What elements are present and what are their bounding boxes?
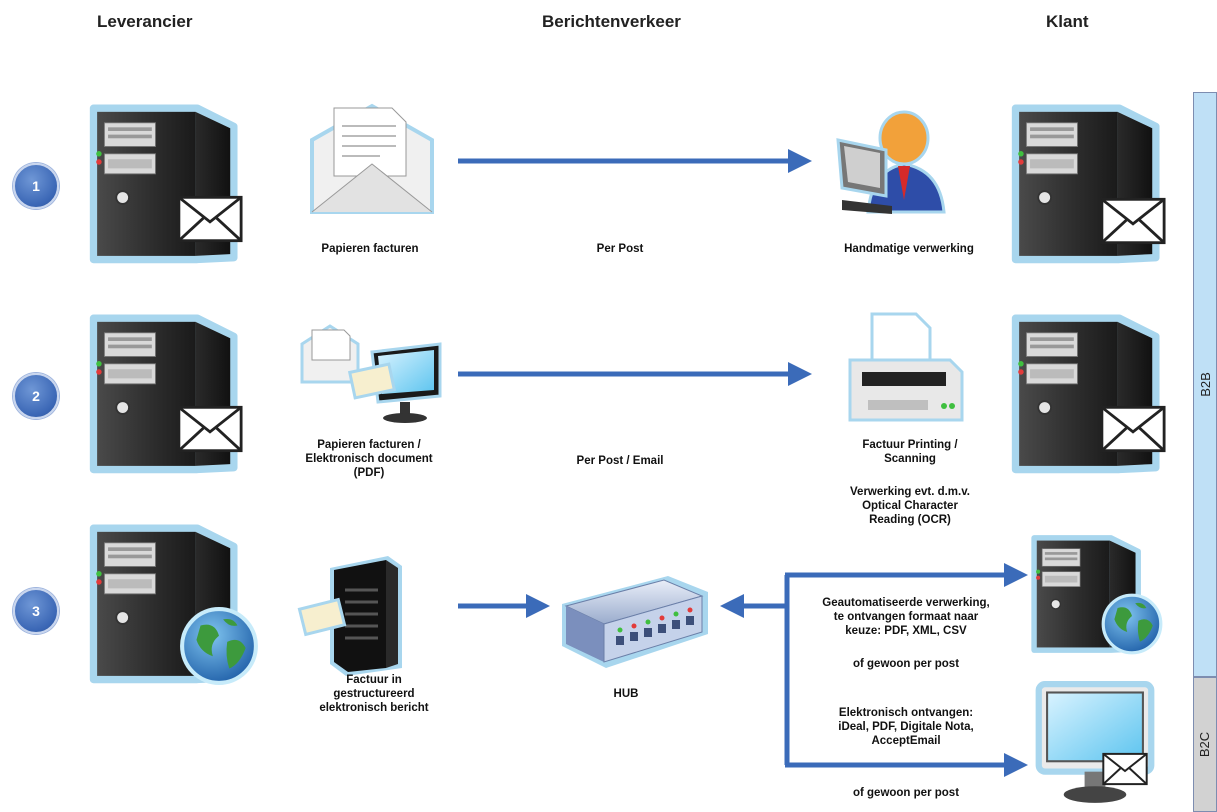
row-3-badge: 3	[13, 588, 59, 634]
printer-icon	[848, 312, 964, 422]
row-2-ocr-line-3: Reading (OCR)	[869, 514, 951, 526]
network-hub-icon	[562, 576, 708, 668]
header-traffic: Berichtenverkeer	[542, 12, 681, 31]
row-3-consumer-line-1: Elektronisch ontvangen:	[838, 707, 974, 719]
row-2-doc-line-3: (PDF)	[353, 467, 385, 479]
row-3-auto-post-label: of gewoon per post	[852, 658, 960, 670]
row-3-auto-line-3: keuze: PDF, XML, CSV	[845, 625, 967, 637]
envelope-letter-icon	[310, 103, 434, 214]
arrows	[458, 149, 1028, 777]
row-3-doc-line-1: Factuur in	[346, 674, 402, 686]
server-2-envelope-icon	[177, 405, 243, 453]
row-2-receive-label: Factuur Printing / Scanning	[820, 438, 1000, 466]
person-monitor-icon	[836, 110, 946, 214]
row-3-doc-line-2: gestructureerd	[333, 688, 415, 700]
row-2-ocr-line-1: Verwerking evt. d.m.v.	[850, 486, 970, 498]
row-2-ocr-line-2: Optical Character	[862, 500, 958, 512]
row-3-consumer-line-2: iDeal, PDF, Digitale Nota,	[838, 721, 974, 733]
row-3-consumer-line-3: AcceptEmail	[871, 735, 941, 747]
row-1-receive-label: Handmatige verwerking	[844, 243, 974, 255]
row-1-badge: 1	[13, 163, 59, 209]
row-2-doc-line-1: Papieren facturen /	[317, 439, 421, 451]
row-3-consumer-post-label: of gewoon per post	[852, 787, 960, 799]
server-2-right-envelope-icon	[1100, 405, 1166, 453]
row-3-auto-line-2: te ontvangen formaat naar	[833, 611, 979, 623]
hub-label: HUB	[613, 688, 639, 700]
row-2-doc-line-2: Elektronisch document	[305, 453, 433, 465]
server-1-envelope-icon	[177, 195, 243, 243]
row-3-doc-label: Factuur in gestructureerd elektronisch b…	[294, 673, 454, 715]
header-customer: Klant	[1046, 12, 1089, 31]
email-monitor-icon	[300, 324, 442, 423]
row-3-doc-line-3: elektronisch bericht	[319, 702, 429, 714]
b2b-band: B2B	[1193, 92, 1217, 677]
header-supplier: Leverancier	[97, 12, 193, 31]
server-3-globe-icon	[182, 609, 256, 683]
rack-server-icon	[297, 556, 402, 676]
row-3-auto-line-1: Geautomatiseerde verwerking,	[822, 597, 990, 609]
monitor-envelope-small-icon	[1102, 752, 1148, 786]
row-2-receive-line-2: Scanning	[884, 453, 936, 465]
row-3-consumer-label: Elektronisch ontvangen: iDeal, PDF, Digi…	[806, 706, 1006, 748]
server-1-right-envelope-icon	[1100, 197, 1166, 245]
row-2-doc-label: Papieren facturen / Elektronisch documen…	[284, 438, 454, 480]
row-2-receive-line-1: Factuur Printing /	[862, 439, 958, 451]
row-2-ocr-label: Verwerking evt. d.m.v. Optical Character…	[810, 485, 1010, 527]
row-2-badge: 2	[13, 373, 59, 419]
server-3-right-globe-icon	[1101, 593, 1163, 655]
row-1-channel-label: Per Post	[596, 243, 644, 255]
monitor-envelope-icon	[1039, 684, 1152, 803]
row-3-auto-label: Geautomatiseerde verwerking, te ontvange…	[800, 596, 1012, 638]
row-2-channel-label: Per Post / Email	[576, 455, 664, 467]
row-1-doc-label: Papieren facturen	[321, 243, 419, 255]
